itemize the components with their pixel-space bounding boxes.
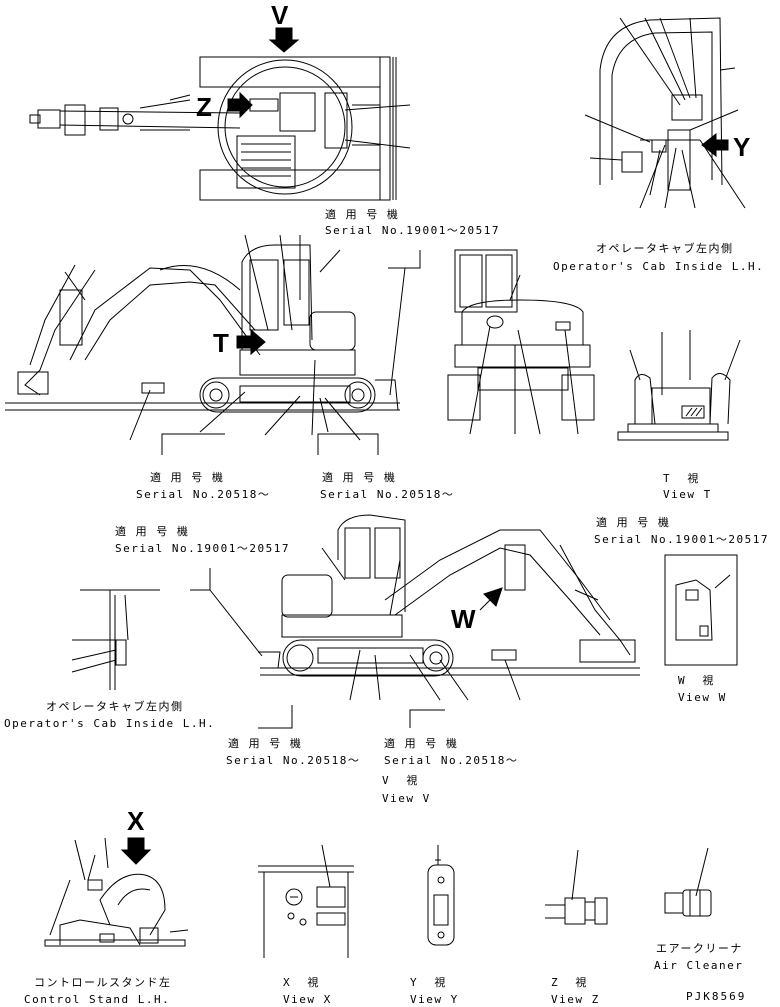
view-x-en: View X [283,993,332,1006]
view-v-en: View V [382,792,431,805]
serial-header-2: 適 用 号 機 [150,471,225,484]
serial-header-6: 適 用 号 機 [228,737,303,750]
view-x-jp: X 視 [283,976,320,989]
serial-from-3: Serial No.20518～ [320,488,455,501]
serial-range-1: Serial No.19001～20517 [325,224,500,237]
cab-interior-view [584,17,746,209]
air-cleaner-diagram [664,847,712,917]
air-cleaner-en: Air Cleaner [654,959,744,972]
serial-header-7: 適 用 号 機 [384,737,459,750]
view-y-en: View Y [410,993,459,1006]
view-y-jp: Y 視 [410,976,447,989]
view-x-diagram [258,844,354,958]
view-letter-x: X [127,806,145,836]
control-stand-en: Control Stand L.H. [24,993,171,1006]
drawing-code: PJK8569 [686,990,747,1003]
view-t-jp: T 視 [663,472,700,485]
serial-header-1: 適 用 号 機 [325,208,400,221]
view-letter-y: Y [733,132,751,162]
serial-header-5: 適 用 号 機 [596,516,671,529]
view-v-jp: V 視 [382,774,419,787]
view-z-jp: Z 視 [551,976,588,989]
serial-from-7: Serial No.20518～ [384,754,519,767]
cab-inside-detail [71,589,160,690]
view-w-en: View W [678,691,727,704]
cab-inside-jp-2: オペレータキャブ左内側 [46,700,184,713]
cab-inside-en-2: Operator's Cab Inside L.H. [4,717,216,730]
rear-view-excavator [447,249,595,435]
side-view-excavator-right [190,514,640,729]
serial-header-4: 適 用 号 機 [115,525,190,538]
serial-from-6: Serial No.20518～ [226,754,361,767]
view-letter-w: W [451,604,476,634]
view-t-diagram [617,330,741,441]
view-y-diagram [427,845,455,946]
control-stand-jp: コントロールスタンド左 [34,976,172,989]
view-t-en: View T [663,488,712,501]
top-view-excavator [29,27,411,201]
side-view-excavator [5,234,421,455]
view-letter-t: T [213,328,229,358]
view-w-jp: W 視 [678,674,715,687]
view-z-en: View Z [551,993,600,1006]
control-stand-diagram [44,837,189,947]
view-z-diagram [545,849,608,925]
serial-from-2: Serial No.20518～ [136,488,271,501]
serial-header-3: 適 用 号 機 [322,471,397,484]
view-letter-z: Z [196,92,212,122]
air-cleaner-jp: エアークリーナ [656,942,743,955]
cab-inside-jp-1: オペレータキャブ左内側 [596,242,734,255]
serial-range-5: Serial No.19001～20517 [594,533,769,546]
cab-inside-en-1: Operator's Cab Inside L.H. [553,260,765,273]
view-w-diagram [664,554,738,666]
view-letter-v: V [271,0,289,30]
serial-range-4: Serial No.19001～20517 [115,542,290,555]
